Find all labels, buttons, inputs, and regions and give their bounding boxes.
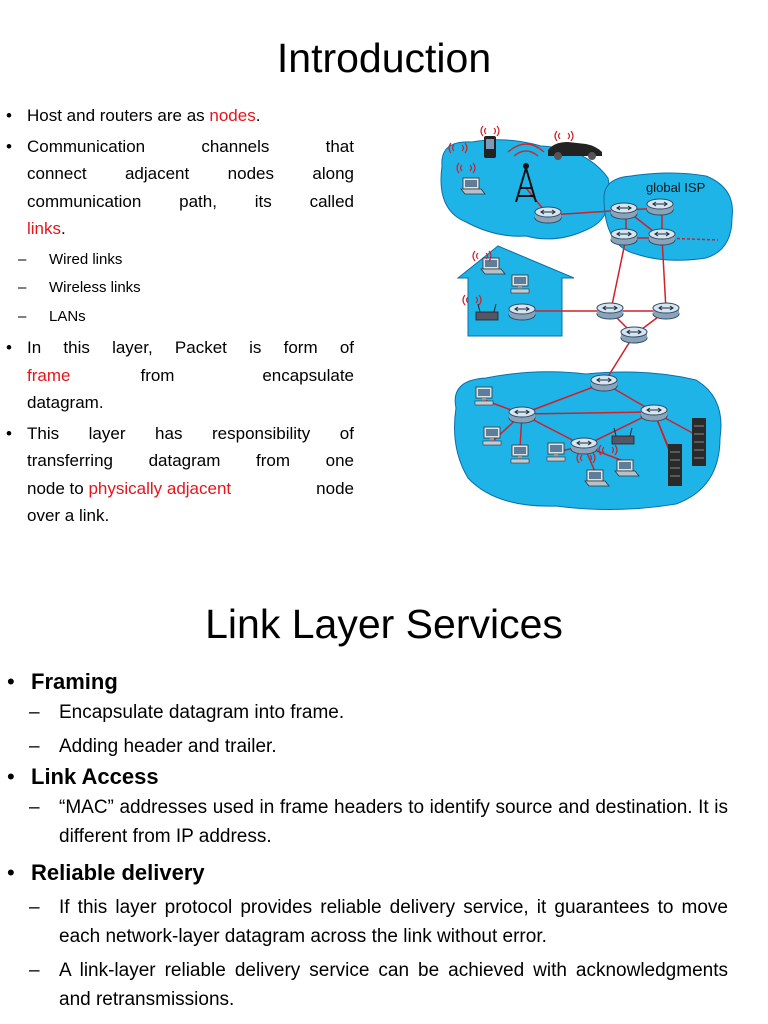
sub-item-lans: LANs bbox=[6, 303, 354, 332]
reliable-item: A link-layer reliable delivery service c… bbox=[7, 956, 728, 1014]
network-diagram: global ISP bbox=[440, 125, 733, 511]
text-line: node to physically adjacent node bbox=[27, 475, 354, 503]
services-list: Framing Encapsulate datagram into frame.… bbox=[7, 666, 728, 1019]
text: node bbox=[316, 478, 354, 498]
framing-item: Adding header and trailer. bbox=[7, 732, 728, 761]
text-line: frame from encapsulate bbox=[27, 362, 354, 390]
text-line: over a link. bbox=[27, 506, 110, 525]
wireless-signal-icon bbox=[554, 130, 574, 142]
phone-icon bbox=[484, 136, 496, 158]
cell-tower-icon bbox=[507, 143, 545, 203]
router-icon bbox=[610, 202, 638, 220]
desktop-icon bbox=[482, 426, 502, 446]
heading-framing: Framing bbox=[7, 666, 728, 698]
text-line: In this layer, Packet is form of bbox=[27, 338, 354, 357]
intro-bullet-links: Communication channels that connect adja… bbox=[6, 133, 354, 243]
intro-bullet-nodes: Host and routers are as nodes. bbox=[6, 102, 354, 130]
highlight-physically-adjacent: physically adjacent bbox=[88, 478, 232, 498]
desktop-icon bbox=[474, 386, 494, 406]
router-icon bbox=[620, 326, 648, 344]
sub-item-wired: Wired links bbox=[6, 246, 354, 275]
text-line: datagram. bbox=[27, 393, 104, 412]
intro-title: Introduction bbox=[276, 35, 492, 81]
router-icon bbox=[570, 437, 598, 455]
wireless-access-point-icon bbox=[611, 427, 635, 445]
link-access-item: “MAC” addresses used in frame headers to… bbox=[7, 793, 728, 851]
text: . bbox=[61, 219, 66, 238]
text: Host and routers are as bbox=[27, 106, 210, 125]
wireless-signal-icon bbox=[480, 125, 500, 137]
router-icon bbox=[646, 198, 674, 216]
router-icon bbox=[590, 374, 618, 392]
text-line: Communication channels that bbox=[27, 136, 354, 156]
framing-item: Encapsulate datagram into frame. bbox=[7, 698, 728, 727]
server-icon bbox=[668, 418, 706, 486]
text: from encapsulate bbox=[140, 365, 354, 385]
intro-bullet-list: Host and routers are as nodes. Communica… bbox=[6, 102, 354, 533]
router-icon bbox=[534, 206, 562, 224]
highlight-frame: frame bbox=[27, 365, 71, 385]
text: . bbox=[255, 106, 261, 125]
car-icon bbox=[548, 142, 602, 160]
modem-icon bbox=[475, 303, 499, 321]
global-isp-label: global ISP bbox=[646, 180, 705, 195]
intro-bullet-frame: In this layer, Packet is form of frame f… bbox=[6, 334, 354, 417]
heading-link-access: Link Access bbox=[7, 761, 728, 793]
highlight-nodes: nodes bbox=[209, 106, 256, 125]
router-icon bbox=[508, 406, 536, 424]
sub-item-wireless: Wireless links bbox=[6, 274, 354, 303]
router-icon bbox=[648, 228, 676, 246]
intro-bullet-responsibility: This layer has responsibility of transfe… bbox=[6, 420, 354, 530]
desktop-icon bbox=[546, 442, 566, 462]
desktop-icon bbox=[510, 444, 530, 464]
text-line: communication path, its called bbox=[27, 191, 354, 211]
reliable-item: If this layer protocol provides reliable… bbox=[7, 893, 728, 951]
router-icon bbox=[596, 302, 624, 320]
text-line: transferring datagram from one bbox=[27, 451, 354, 470]
router-icon bbox=[652, 302, 680, 320]
highlight-links: links bbox=[27, 219, 62, 238]
router-icon bbox=[610, 228, 638, 246]
desktop-icon bbox=[510, 274, 530, 294]
text-line: This layer has responsibility of bbox=[27, 423, 354, 443]
text-line: connect adjacent nodes along bbox=[27, 164, 354, 183]
heading-reliable-delivery: Reliable delivery bbox=[7, 857, 728, 889]
text: node to bbox=[27, 478, 89, 498]
router-icon bbox=[640, 404, 668, 422]
router-icon bbox=[508, 303, 536, 321]
services-title: Link Layer Services bbox=[205, 601, 563, 647]
